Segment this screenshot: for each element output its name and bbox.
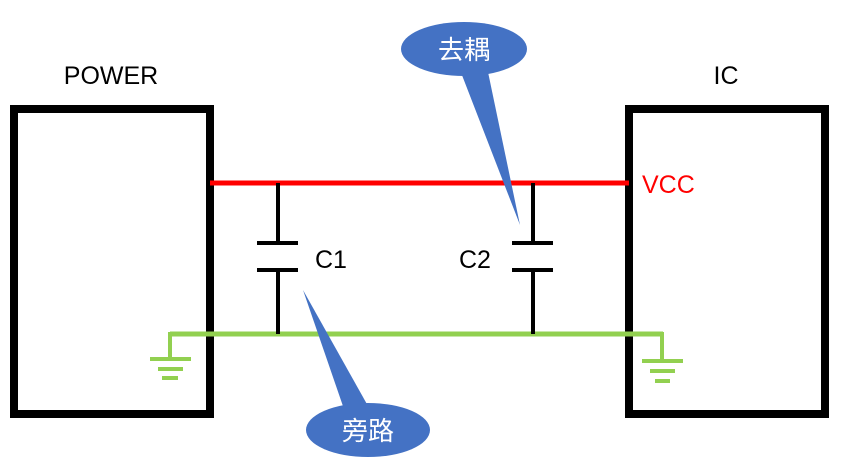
capacitor-c1 — [257, 183, 298, 334]
power-block — [10, 105, 214, 418]
capacitor-c2-label: C2 — [459, 246, 491, 274]
ground-symbol-ic — [642, 332, 683, 383]
power-block-title: POWER — [64, 62, 158, 90]
bypass-callout-bubble — [306, 403, 430, 457]
capacitor-c2 — [512, 183, 553, 334]
decoupling-callout-bubble — [401, 22, 527, 76]
decoupling-callout: 去耦 — [401, 22, 527, 225]
capacitor-c1-label: C1 — [315, 246, 347, 274]
decoupling-callout-label: 去耦 — [438, 36, 490, 66]
bypass-callout-pointer — [303, 290, 368, 412]
ic-block — [625, 105, 829, 418]
ground-symbol-power — [150, 332, 191, 380]
bypass-callout-label: 旁路 — [342, 417, 394, 447]
ic-block-title: IC — [714, 62, 739, 90]
vcc-pin-label: VCC — [642, 171, 695, 199]
decoupling-callout-pointer — [460, 70, 520, 225]
bypass-callout: 旁路 — [303, 290, 430, 457]
